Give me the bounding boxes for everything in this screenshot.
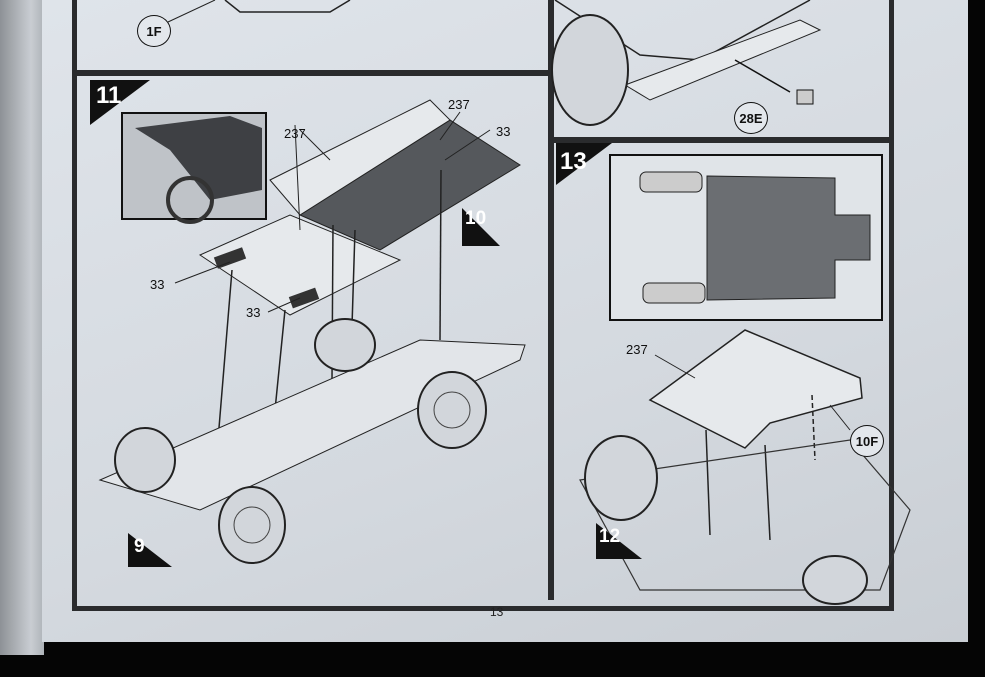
- panel-separator-left: [75, 70, 550, 76]
- floor-plate-13: [648, 329, 863, 449]
- part-label-33: 33: [496, 124, 511, 139]
- page-frame: [72, 0, 894, 611]
- step10-number: 10: [465, 208, 487, 229]
- step11-number: 11: [96, 82, 122, 109]
- panel-separator-right: [552, 137, 890, 143]
- part-1f-drawing: [224, 0, 351, 13]
- part-label-237: 237: [284, 126, 306, 141]
- adjacent-page: [0, 0, 44, 655]
- wheel-top-right: [551, 14, 629, 126]
- step11-corner: [90, 80, 150, 125]
- part-label-33: 33: [150, 277, 165, 292]
- step12-number: 12: [599, 526, 621, 547]
- page-number: 13: [490, 605, 504, 619]
- inset-floor-plate: [706, 175, 871, 301]
- part-label-33: 33: [246, 305, 261, 320]
- wheels-step11: [114, 318, 487, 564]
- inset-floor: [135, 116, 262, 200]
- front-floor: [198, 214, 402, 316]
- column-divider: [548, 0, 554, 600]
- part-callout-28e: 28E: [734, 102, 768, 134]
- step13-corner: [556, 143, 612, 185]
- part-label-237: 237: [626, 342, 648, 357]
- part-callout-10f: 10F: [850, 425, 884, 457]
- part-label-237: 237: [448, 97, 470, 112]
- step9-number: 9: [134, 536, 145, 557]
- part-callout-1f: 1F: [137, 15, 171, 47]
- part-28e-drawing: [796, 89, 814, 105]
- step13-number: 13: [560, 148, 587, 175]
